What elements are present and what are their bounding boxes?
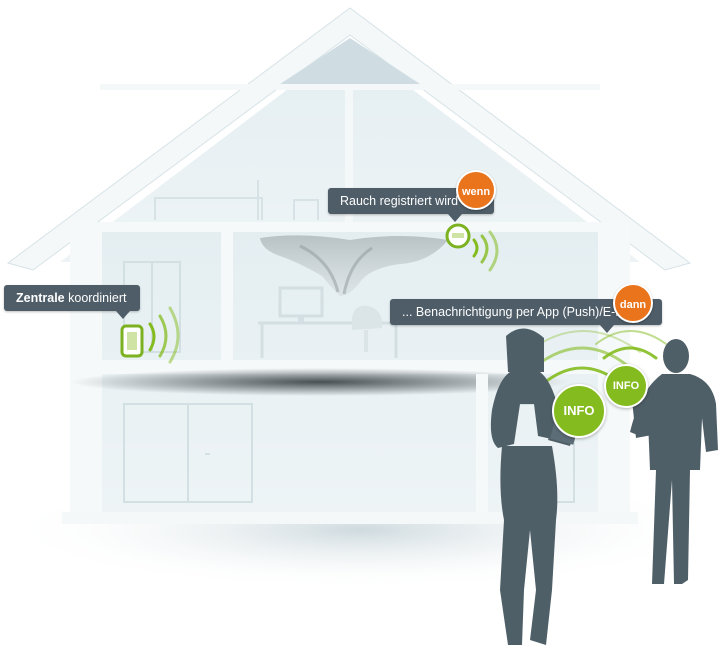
woman-silhouette bbox=[490, 328, 576, 645]
badge-when: wenn bbox=[456, 170, 496, 210]
upper-floor-slab bbox=[70, 222, 630, 232]
callout-tail bbox=[600, 325, 614, 333]
wireless-signal-icon bbox=[472, 230, 499, 272]
callout-central-text: koordiniert bbox=[64, 291, 127, 305]
ceiling-shadow bbox=[70, 368, 570, 396]
info-bubble-label: INFO bbox=[563, 403, 595, 418]
smoke-detector-icon bbox=[445, 223, 471, 249]
callout-smoke-text: Rauch registriert wird ... bbox=[340, 194, 472, 208]
double-door bbox=[123, 403, 253, 503]
info-bubble-label: INFO bbox=[612, 380, 640, 392]
man-silhouette bbox=[630, 339, 718, 584]
info-bubble-woman: INFO bbox=[552, 384, 606, 438]
inner-wall-upper bbox=[221, 232, 233, 360]
badge-then: dann bbox=[613, 283, 653, 323]
badge-then-label: dann bbox=[619, 299, 647, 311]
chair-outline bbox=[293, 199, 319, 220]
inner-wall-lower bbox=[476, 374, 488, 512]
callout-tail bbox=[116, 311, 130, 319]
ground-slab bbox=[62, 512, 638, 524]
callout-notification-text: ... Benachrichtigung per App (Push)/E-Ma… bbox=[402, 305, 639, 319]
info-bubble-man: INFO bbox=[604, 364, 648, 408]
callout-central-coordinates: Zentrale koordiniert bbox=[4, 285, 141, 319]
smoke-icon bbox=[260, 235, 448, 296]
computer-monitor-icon bbox=[278, 286, 324, 323]
attic-post bbox=[345, 84, 353, 224]
bed-outline bbox=[154, 180, 263, 220]
callout-central-bold: Zentrale bbox=[16, 291, 65, 305]
roof-triangle bbox=[280, 38, 420, 84]
roof bbox=[6, 7, 692, 271]
callout-tail bbox=[448, 214, 462, 222]
smart-home-hub-icon bbox=[120, 324, 144, 358]
badge-when-label: wenn bbox=[461, 186, 491, 198]
office-chair bbox=[352, 305, 383, 352]
hub-signal-icon bbox=[148, 306, 180, 364]
